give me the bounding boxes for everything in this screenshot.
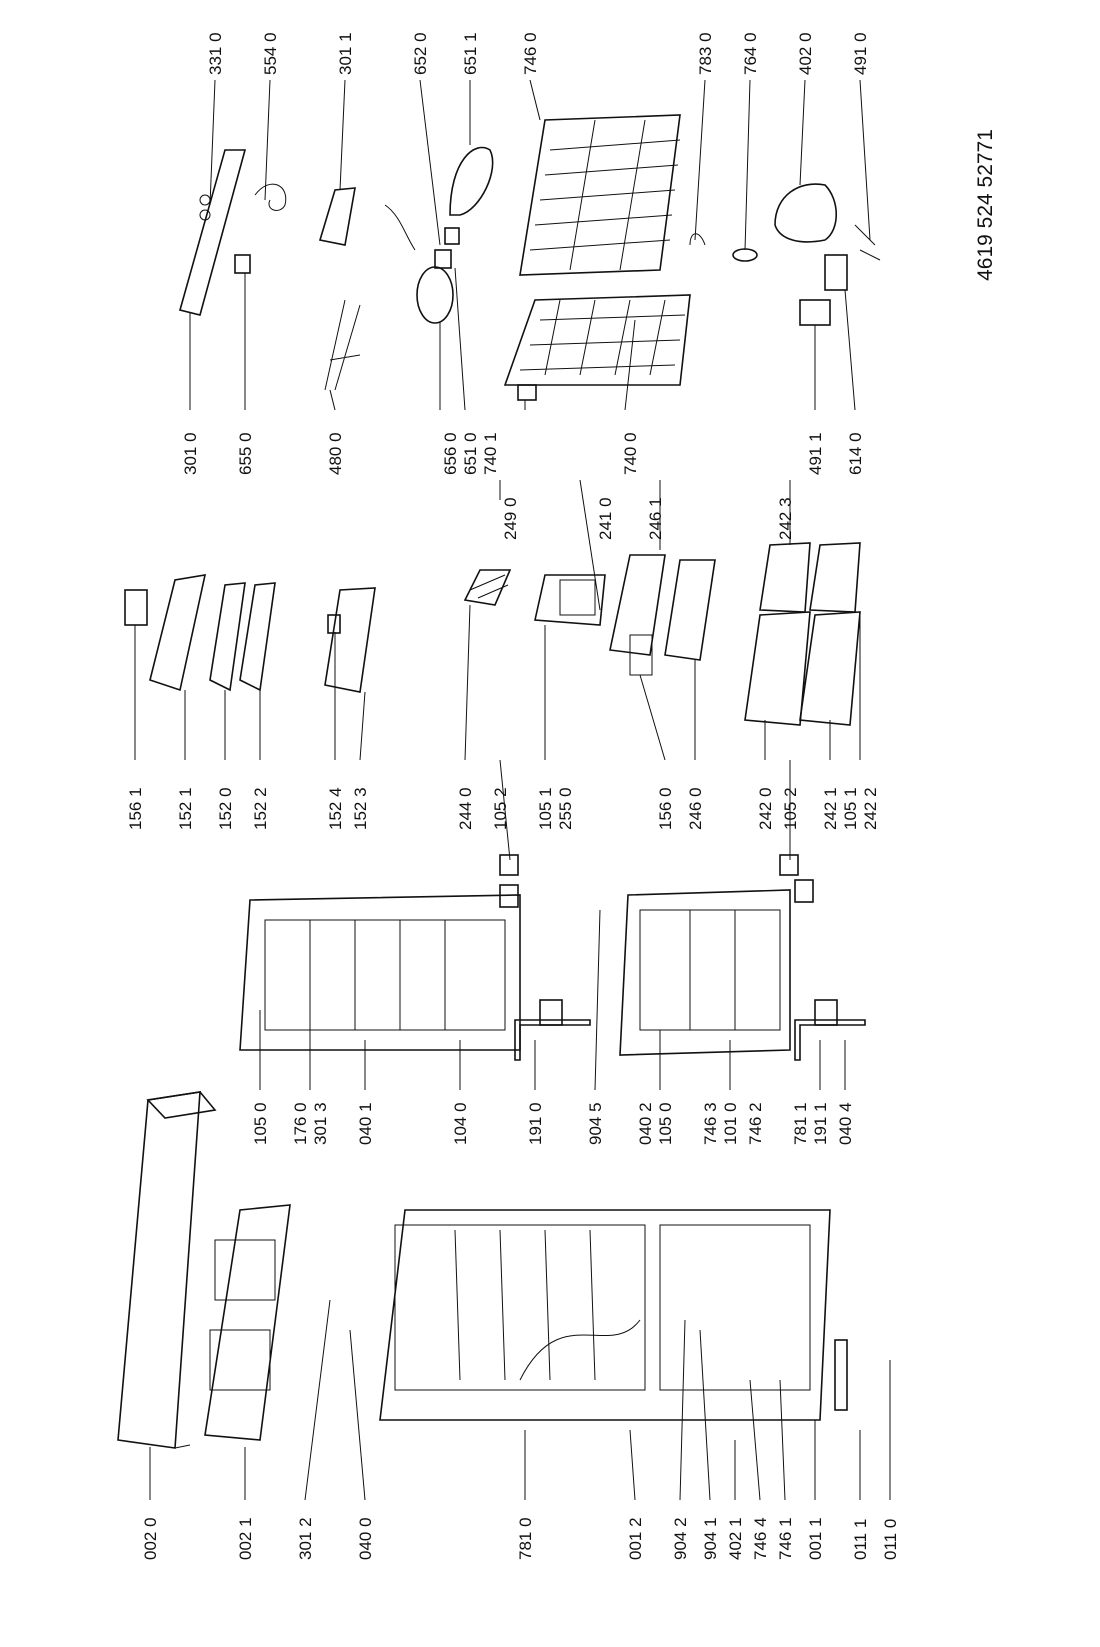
label-746-2: 746 2: [746, 1102, 765, 1145]
label-002-1: 002 1: [236, 1517, 255, 1560]
label-040-1: 040 1: [356, 1102, 375, 1145]
label-904-1: 904 1: [701, 1517, 720, 1560]
label-152-1: 152 1: [176, 787, 195, 830]
label-242-1: 242 1: [821, 787, 840, 830]
label-011-0: 011 0: [881, 1519, 900, 1560]
label-740-1: 740 1: [481, 432, 500, 475]
ice-tray-part: [534, 574, 606, 626]
label-656-0: 656 0: [441, 432, 460, 475]
label-152-4: 152 4: [326, 787, 345, 830]
label-191-0: 191 0: [526, 1102, 545, 1145]
col1-leaders: [149, 1299, 891, 1501]
label-246-0: 246 0: [686, 787, 705, 830]
top-frame-part: [204, 1204, 291, 1441]
label-301-3: 301 3: [311, 1102, 330, 1145]
label-301-0: 301 0: [181, 432, 200, 475]
lower-door-part: [619, 889, 791, 1056]
label-301-2: 301 2: [296, 1517, 315, 1560]
label-614-0: 614 0: [846, 432, 865, 475]
freezer-grid-shelf-part: [463, 569, 512, 606]
label-040-2: 040 2: [636, 1102, 655, 1145]
label-152-3: 152 3: [351, 787, 370, 830]
cabinet-part: [379, 1209, 831, 1421]
label-001-2: 001 2: [626, 1517, 645, 1560]
label-781-0: 781 0: [516, 1517, 535, 1560]
label-101-0: 101 0: [721, 1102, 740, 1145]
col3-leaders: [134, 604, 861, 861]
label-105-1-b: 105 1: [841, 787, 860, 830]
glass-shelves-part: [609, 554, 716, 676]
label-740-0: 740 0: [621, 432, 640, 475]
label-105-2-b: 105 2: [781, 787, 800, 830]
label-244-0: 244 0: [456, 787, 475, 830]
label-331-0: 331 0: [206, 32, 225, 75]
label-249-0: 249 0: [501, 497, 520, 540]
evaporator-part: [503, 294, 691, 401]
label-156-0: 156 0: [656, 787, 675, 830]
wiring-part: [324, 204, 416, 391]
label-781-1: 781 1: [791, 1102, 810, 1145]
label-104-0: 104 0: [451, 1102, 470, 1145]
label-491-0: 491 0: [851, 32, 870, 75]
label-241-0: 241 0: [596, 497, 615, 540]
label-301-1: 301 1: [336, 32, 355, 75]
label-246-1: 246 1: [646, 497, 665, 540]
lamp-assembly-part: [416, 146, 494, 324]
label-105-0-b: 105 0: [656, 1102, 675, 1145]
door-hinges-part: [499, 879, 866, 1061]
cabinet-hinge-part: [834, 1339, 848, 1411]
label-242-0: 242 0: [756, 787, 775, 830]
door-shelves-part: [124, 574, 376, 693]
label-152-0: 152 0: [216, 787, 235, 830]
label-904-2: 904 2: [671, 1517, 690, 1560]
label-105-1: 105 1: [536, 787, 555, 830]
label-655-0: 655 0: [236, 432, 255, 475]
condenser-part: [519, 114, 681, 276]
col4-leaders: [189, 267, 856, 611]
label-783-0: 783 0: [696, 32, 715, 75]
label-480-0: 480 0: [326, 432, 345, 475]
label-191-1: 191 1: [811, 1102, 830, 1145]
label-040-0: 040 0: [356, 1517, 375, 1560]
label-242-2: 242 2: [861, 787, 880, 830]
label-651-1: 651 1: [461, 32, 480, 75]
vegetable-drawers-part: [744, 542, 861, 726]
label-652-0: 652 0: [411, 32, 430, 75]
label-152-2: 152 2: [251, 787, 270, 830]
label-651-0: 651 0: [461, 432, 480, 475]
label-002-0: 002 0: [141, 1517, 160, 1560]
label-176-0: 176 0: [291, 1102, 310, 1145]
label-746-1: 746 1: [776, 1517, 795, 1560]
upper-door-part: [239, 894, 521, 1051]
label-040-4: 040 4: [836, 1102, 855, 1145]
label-255-0: 255 0: [556, 787, 575, 830]
label-402-0: 402 0: [796, 32, 815, 75]
top-leaders: [209, 79, 871, 251]
label-764-0: 764 0: [741, 32, 760, 75]
document-code: 4619 524 52771: [974, 129, 997, 281]
label-746-0: 746 0: [521, 32, 540, 75]
label-904-5: 904 5: [586, 1102, 605, 1145]
label-105-0: 105 0: [251, 1102, 270, 1145]
label-242-3: 242 3: [776, 497, 795, 540]
door-brackets-part: [499, 854, 799, 876]
compressor-parts: [689, 183, 881, 326]
col2-leaders: [259, 909, 846, 1091]
label-491-1: 491 1: [806, 432, 825, 475]
worktop-part: [117, 1091, 217, 1449]
label-001-1: 001 1: [806, 1517, 825, 1560]
control-panel-part: [179, 149, 247, 316]
label-746-3: 746 3: [701, 1102, 720, 1145]
label-746-4: 746 4: [751, 1517, 770, 1560]
thermostat-part: [234, 183, 287, 274]
label-156-1: 156 1: [126, 787, 145, 830]
label-402-1: 402 1: [726, 1517, 745, 1560]
label-011-1: 011 1: [851, 1519, 870, 1560]
cover-plate-part: [318, 187, 356, 246]
label-554-0: 554 0: [261, 32, 280, 75]
label-105-2: 105 2: [491, 787, 510, 830]
